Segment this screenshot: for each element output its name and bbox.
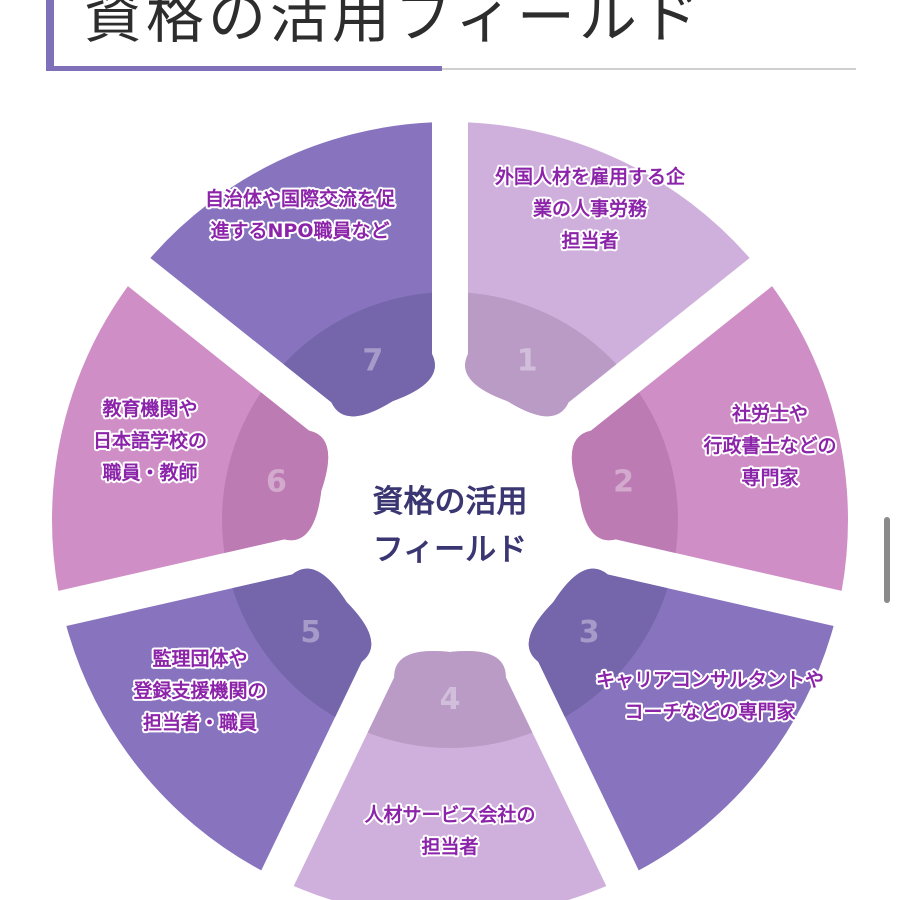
segment-label-line: キャリアコンサルタントや	[596, 669, 824, 691]
page-title: 資格の活用フィールド	[84, 0, 703, 51]
center-title-line2: フィールド	[373, 532, 527, 568]
segment-hub-band	[465, 292, 678, 417]
segment-number: 6	[266, 464, 287, 499]
header-underline-accent	[46, 66, 442, 71]
segment-label-line: 進するNPO職員など	[211, 219, 390, 242]
segment-hub-band	[222, 292, 435, 417]
segment-label-line: 担当者・職員	[143, 711, 257, 734]
segment-label-line: 専門家	[741, 466, 799, 489]
segment-label-line: 外国人材を雇用する企	[495, 165, 686, 188]
segment-label-line: 日本語学校の	[93, 429, 207, 452]
segment-label-line: 職員・教師	[102, 461, 197, 484]
segment-label-line: 業の人事労務	[532, 197, 648, 220]
segment-number: 2	[613, 464, 634, 499]
segment-label-line: 担当者	[421, 835, 478, 858]
segment-label-line: 自治体や国際交流を促	[205, 187, 395, 210]
segment-hub-band	[528, 568, 678, 748]
center-title-line1: 資格の活用	[373, 484, 528, 520]
segment-number: 7	[362, 344, 383, 379]
segment-number: 1	[517, 344, 538, 379]
section-header: 資格の活用フィールド	[0, 0, 900, 80]
segment-shape	[293, 651, 607, 900]
wheel-center: 資格の活用 フィールド	[373, 484, 528, 568]
segment-label-line: 登録支援機関の	[132, 679, 266, 702]
segment-label-line: 人材サービス会社の	[364, 803, 535, 826]
segment-label-line: 行政書士などの	[702, 434, 836, 457]
header-accent-bar	[46, 0, 54, 70]
segment-number: 3	[579, 615, 600, 650]
segment-label-line: 社労士や	[731, 402, 808, 425]
vertical-scrollbar[interactable]	[884, 517, 890, 603]
segment-number: 4	[440, 682, 461, 717]
segment-label-line: コーチなどの専門家	[624, 700, 796, 723]
segment-label-line: 担当者	[561, 229, 618, 252]
segment-label-line: 監理団体や	[152, 647, 247, 670]
segment-label-line: 教育機関や	[102, 397, 197, 420]
header-underline	[442, 68, 856, 70]
segment-number: 5	[300, 615, 321, 650]
segment-hub-band	[222, 568, 372, 748]
wheel-segments: 1外国人材を雇用する企業の人事労務担当者2社労士や行政書士などの専門家3キャリア…	[51, 122, 848, 900]
